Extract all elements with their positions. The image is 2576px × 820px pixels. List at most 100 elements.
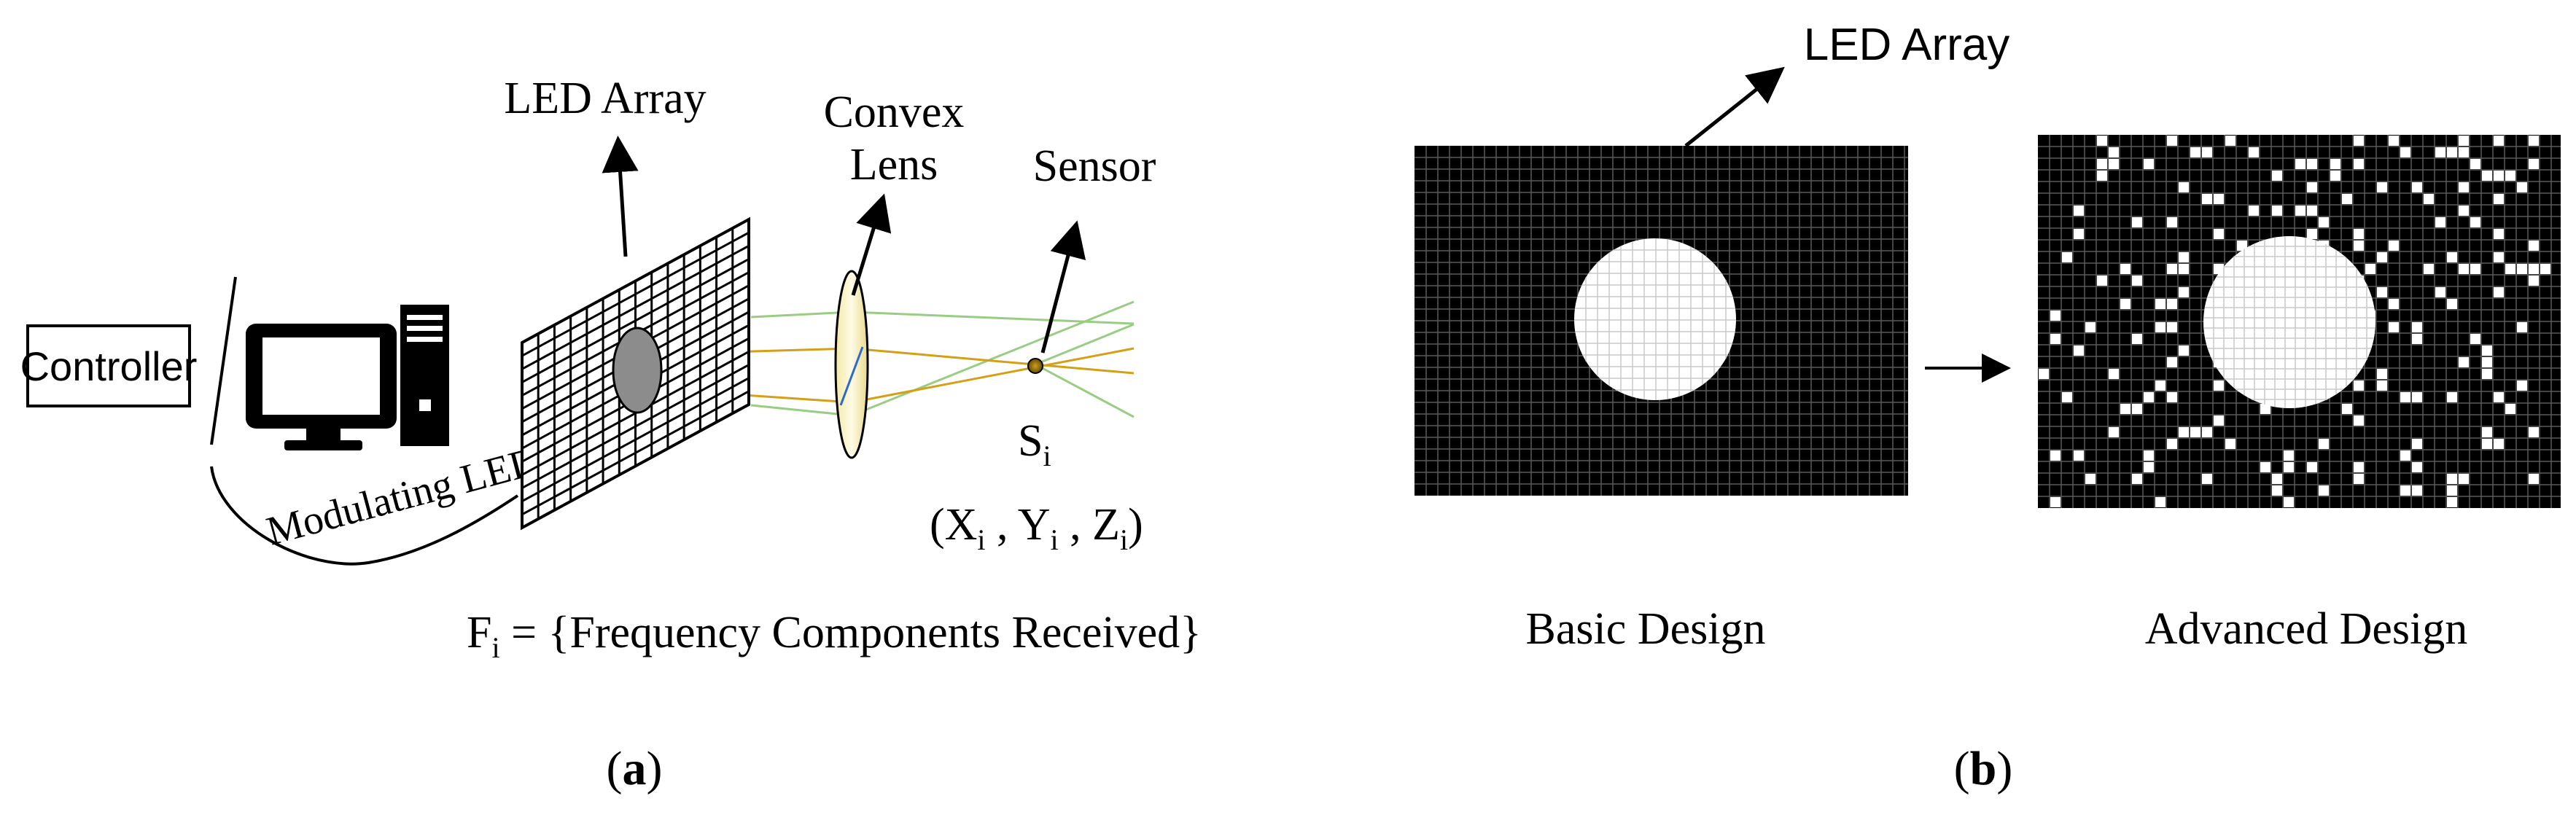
controller-label: Controller — [20, 343, 198, 389]
led-cell — [2202, 474, 2212, 484]
led-cell — [2377, 252, 2387, 262]
led-cell — [2132, 474, 2142, 484]
led-cell — [2167, 439, 2177, 449]
led-cell — [2097, 136, 2107, 146]
led-cell — [2062, 252, 2072, 262]
led-cell — [2319, 485, 2329, 496]
led-cell — [2132, 404, 2142, 414]
led-cell — [2144, 392, 2154, 402]
led-cell — [2529, 427, 2539, 437]
led-cell — [2272, 474, 2282, 484]
led-cell — [2470, 264, 2480, 274]
led-cell — [2097, 171, 2107, 181]
led-cell — [2494, 392, 2504, 402]
sensor-symbol: Si — [1018, 416, 1051, 472]
led-array-label-a: LED Array — [504, 74, 706, 123]
led-cell — [2412, 462, 2422, 472]
led-cell — [2459, 264, 2469, 274]
led-cell — [2529, 474, 2539, 484]
led-cell — [2179, 427, 2189, 437]
led-cell — [2074, 345, 2084, 356]
led-cell — [2482, 427, 2492, 437]
led-cell — [2377, 380, 2387, 391]
led-cell — [2354, 136, 2364, 146]
panel-b: LED Array Basic Design Advanced Design (… — [1415, 20, 2561, 795]
led-cell — [2447, 252, 2457, 262]
led-cell — [2505, 264, 2515, 274]
advanced-design-panel — [2038, 135, 2561, 508]
led-cell — [2272, 485, 2282, 496]
led-cell — [2459, 357, 2469, 367]
led-cell — [2470, 217, 2480, 227]
led-cell — [2109, 159, 2119, 169]
frequency-formula: Fi = {Frequency Components Received} — [467, 608, 1202, 664]
led-grid-line — [521, 364, 750, 489]
led-cell — [2435, 147, 2445, 157]
led-cell — [2132, 276, 2142, 286]
controller-box — [26, 324, 191, 407]
led-cell — [2260, 462, 2270, 472]
led-cell — [2447, 474, 2457, 484]
led-cell — [2389, 322, 2399, 332]
led-cell — [2389, 241, 2399, 251]
led-cell — [2517, 264, 2527, 274]
led-cell — [2505, 171, 2515, 181]
led-cell — [2482, 357, 2492, 367]
led-cell — [2050, 450, 2061, 461]
led-cell — [2435, 217, 2445, 227]
led-cell — [2354, 474, 2364, 484]
led-cell — [2214, 380, 2224, 391]
led-cell — [2179, 287, 2189, 297]
led-cell — [2354, 380, 2364, 391]
led-cell — [2412, 322, 2422, 332]
led-cell — [2540, 264, 2550, 274]
lens-label-line1: Convex — [824, 87, 965, 137]
led-cell — [2494, 171, 2504, 181]
led-cell — [2132, 334, 2142, 344]
led-cell — [2342, 194, 2352, 204]
basic-design-panel — [1415, 146, 1908, 496]
led-cell — [2144, 462, 2154, 472]
led-cell — [2494, 229, 2504, 239]
panel-a: Controller Modulating LEDs — [20, 74, 1202, 795]
led-cell — [2505, 404, 2515, 414]
led-cell — [2202, 427, 2212, 437]
panel-b-letter: (b) — [1954, 742, 2013, 795]
led-cell — [2354, 415, 2364, 426]
led-cell — [2377, 369, 2387, 379]
led-cell — [2470, 334, 2480, 344]
led-cell — [2132, 217, 2142, 227]
led-cell — [2272, 206, 2282, 216]
led-cell — [2424, 194, 2434, 204]
led-cell — [2354, 159, 2364, 169]
led-cell — [2517, 322, 2527, 332]
led-cell — [2307, 462, 2317, 472]
led-cell — [2517, 182, 2527, 192]
led-cell — [2272, 171, 2282, 181]
led-cell — [2494, 136, 2504, 146]
led-grid-line — [521, 231, 750, 357]
led-cell — [2494, 194, 2504, 204]
led-cell — [2529, 241, 2539, 251]
led-cell — [2307, 182, 2317, 192]
led-cell — [2400, 450, 2410, 461]
led-cell — [2249, 147, 2259, 157]
led-cell — [2459, 136, 2469, 146]
panel-a-letter: (a) — [607, 742, 663, 795]
led-cell — [2284, 462, 2294, 472]
led-cell — [2447, 485, 2457, 496]
led-cell — [2412, 392, 2422, 402]
led-array-label-b: LED Array — [1804, 20, 2010, 70]
led-cell — [2155, 299, 2166, 309]
led-cell — [2412, 182, 2422, 192]
led-cell — [2225, 439, 2235, 449]
led-array-arrow-b — [1684, 66, 1785, 147]
led-cell — [2202, 194, 2212, 204]
led-cell — [2447, 497, 2457, 507]
basic-design-label: Basic Design — [1526, 604, 1766, 654]
led-cell — [2494, 252, 2504, 262]
led-cell — [2179, 345, 2189, 356]
led-cell — [2167, 392, 2177, 402]
led-cell — [2050, 497, 2061, 507]
led-cell — [2050, 311, 2061, 321]
